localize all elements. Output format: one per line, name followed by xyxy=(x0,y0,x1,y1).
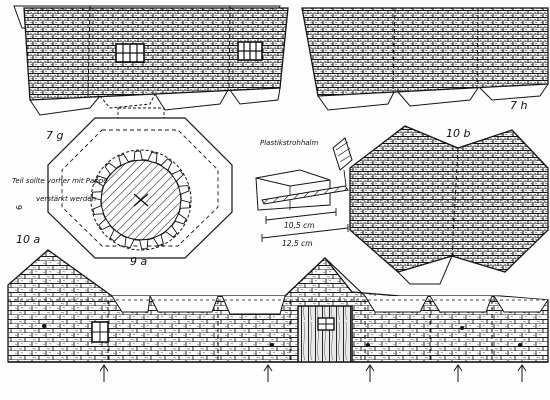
part-label-7g: 7 g xyxy=(46,129,64,142)
page-number: 6 xyxy=(15,204,24,210)
glue-tab xyxy=(95,175,108,187)
glue-tab xyxy=(92,204,104,215)
part-label-10a: 10 a xyxy=(16,233,41,246)
note-line-1: Teil sollte vorher mit Pappe xyxy=(12,177,108,185)
glue-tab xyxy=(133,150,143,162)
glue-tab xyxy=(179,199,191,209)
glue-tab xyxy=(170,169,184,182)
glue-tab xyxy=(109,229,122,242)
straw-label: Plastikstrohhalm xyxy=(260,139,319,147)
glue-tab xyxy=(91,191,103,201)
glue-tab xyxy=(152,233,164,247)
glue-tab xyxy=(178,185,190,196)
wall-strip-top-left xyxy=(13,5,289,116)
round-tower-part xyxy=(90,149,192,251)
wall-strip-bottom xyxy=(7,249,549,363)
glue-tab xyxy=(147,151,158,164)
glue-tab xyxy=(174,213,187,225)
glue-tab xyxy=(139,238,149,250)
dimension-long: 12,5 cm xyxy=(282,239,313,248)
straw-diagram xyxy=(255,137,353,242)
part-label-7h: 7 h xyxy=(510,99,528,112)
glue-tab xyxy=(98,218,112,231)
glue-tab xyxy=(160,158,173,171)
glue-tab xyxy=(124,236,135,249)
part-label-10b: 10 b xyxy=(446,127,471,140)
note-line-2: verstärkt werden xyxy=(36,195,97,203)
wall-strip-top-right xyxy=(301,7,549,111)
fold-arrows xyxy=(99,364,527,382)
glue-tab xyxy=(118,153,130,167)
roof-hexagon-part xyxy=(349,125,549,285)
part-label-9a: 9 a xyxy=(130,255,148,268)
glue-tab xyxy=(104,162,118,175)
glue-tab xyxy=(164,225,178,238)
dimension-short: 10,5 cm xyxy=(284,221,315,230)
